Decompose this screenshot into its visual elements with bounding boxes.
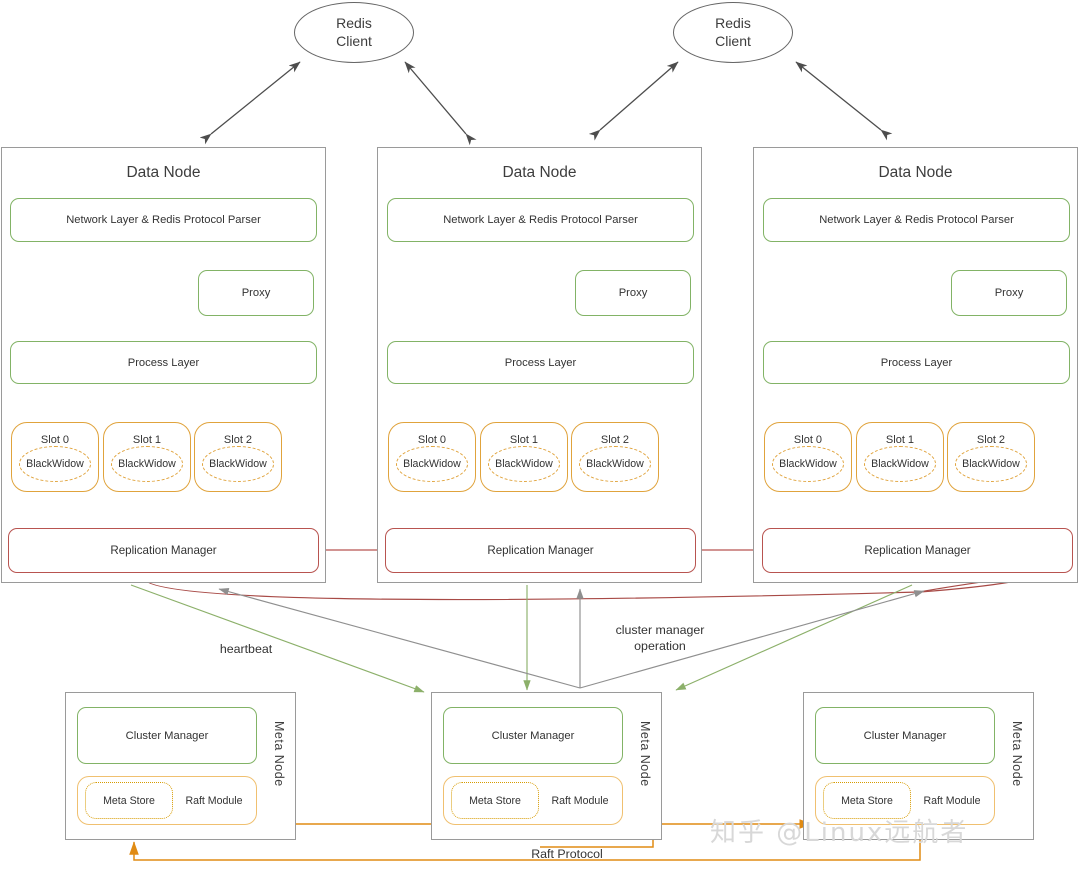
slot-label: Slot 2	[600, 434, 630, 446]
data-node-1-network-layer[interactable]: Network Layer & Redis Protocol Parser	[10, 198, 317, 242]
blackwidow-engine: BlackWidow	[19, 446, 91, 482]
redis-client-1[interactable]: Redis Client	[294, 2, 414, 63]
data-node-1-replication-manager[interactable]: Replication Manager	[8, 528, 319, 573]
data-node-3-replication-manager[interactable]: Replication Manager	[762, 528, 1073, 573]
slot-label: Slot 0	[793, 434, 823, 446]
meta-node-1-raft-group	[77, 776, 257, 825]
meta-node-1-cluster-manager[interactable]: Cluster Manager	[77, 707, 257, 764]
data-node-2-slot-0[interactable]: Slot 0 BlackWidow	[388, 422, 476, 492]
data-node-2-process-layer[interactable]: Process Layer	[387, 341, 694, 384]
meta-node-3-meta-store[interactable]: Meta Store	[823, 782, 911, 819]
redis-client-2[interactable]: Redis Client	[673, 2, 793, 63]
blackwidow-engine: BlackWidow	[202, 446, 274, 482]
blackwidow-engine: BlackWidow	[864, 446, 936, 482]
data-node-2-proxy[interactable]: Proxy	[575, 270, 691, 316]
data-node-1-slot-0[interactable]: Slot 0 BlackWidow	[11, 422, 99, 492]
data-node-1-proxy[interactable]: Proxy	[198, 270, 314, 316]
watermark: 知乎 @Linux远航者	[710, 818, 969, 848]
data-node-2-slot-2[interactable]: Slot 2 BlackWidow	[571, 422, 659, 492]
redis-client-2-line1: Redis	[715, 14, 751, 31]
slot-label: Slot 0	[417, 434, 447, 446]
cluster-manager-operation-label: cluster manager operation	[615, 623, 705, 654]
meta-node-3-raft-group	[815, 776, 995, 825]
meta-node-1-side-label: Meta Node	[272, 721, 286, 787]
redis-client-2-line2: Client	[715, 32, 751, 49]
meta-node-3-raft-module[interactable]: Raft Module	[913, 782, 991, 819]
data-node-1-process-layer[interactable]: Process Layer	[10, 341, 317, 384]
redis-client-1-line1: Redis	[336, 14, 372, 31]
data-node-3-slot-1[interactable]: Slot 1 BlackWidow	[856, 422, 944, 492]
data-node-3-process-layer[interactable]: Process Layer	[763, 341, 1070, 384]
redis-client-1-line2: Client	[336, 32, 372, 49]
slot-label: Slot 2	[223, 434, 253, 446]
slot-label: Slot 1	[132, 434, 162, 446]
slot-label: Slot 1	[885, 434, 915, 446]
blackwidow-engine: BlackWidow	[396, 446, 468, 482]
meta-node-3-side-label: Meta Node	[1010, 721, 1024, 787]
data-node-3-slot-0[interactable]: Slot 0 BlackWidow	[764, 422, 852, 492]
blackwidow-engine: BlackWidow	[111, 446, 183, 482]
data-node-2-title: Data Node	[502, 164, 577, 181]
meta-node-2-cluster-manager[interactable]: Cluster Manager	[443, 707, 623, 764]
meta-node-2-meta-store[interactable]: Meta Store	[451, 782, 539, 819]
meta-node-1-raft-module[interactable]: Raft Module	[175, 782, 253, 819]
blackwidow-engine: BlackWidow	[579, 446, 651, 482]
blackwidow-engine: BlackWidow	[488, 446, 560, 482]
blackwidow-engine: BlackWidow	[955, 446, 1027, 482]
heartbeat-label: heartbeat	[219, 642, 273, 656]
blackwidow-engine: BlackWidow	[772, 446, 844, 482]
data-node-2-network-layer[interactable]: Network Layer & Redis Protocol Parser	[387, 198, 694, 242]
data-node-3-slot-2[interactable]: Slot 2 BlackWidow	[947, 422, 1035, 492]
data-node-1-slot-2[interactable]: Slot 2 BlackWidow	[194, 422, 282, 492]
slot-label: Slot 0	[40, 434, 70, 446]
meta-node-3-cluster-manager[interactable]: Cluster Manager	[815, 707, 995, 764]
meta-node-2-raft-group	[443, 776, 623, 825]
data-node-1-title: Data Node	[126, 164, 201, 181]
slot-label: Slot 2	[976, 434, 1006, 446]
data-node-3-network-layer[interactable]: Network Layer & Redis Protocol Parser	[763, 198, 1070, 242]
data-node-2-slot-1[interactable]: Slot 1 BlackWidow	[480, 422, 568, 492]
slot-label: Slot 1	[509, 434, 539, 446]
meta-node-2-raft-module[interactable]: Raft Module	[541, 782, 619, 819]
data-node-2-replication-manager[interactable]: Replication Manager	[385, 528, 696, 573]
raft-protocol-label: Raft Protocol	[531, 847, 603, 861]
data-node-1-slot-1[interactable]: Slot 1 BlackWidow	[103, 422, 191, 492]
data-node-3-title: Data Node	[878, 164, 953, 181]
meta-node-2-side-label: Meta Node	[638, 721, 652, 787]
meta-node-1-meta-store[interactable]: Meta Store	[85, 782, 173, 819]
data-node-3-proxy[interactable]: Proxy	[951, 270, 1067, 316]
